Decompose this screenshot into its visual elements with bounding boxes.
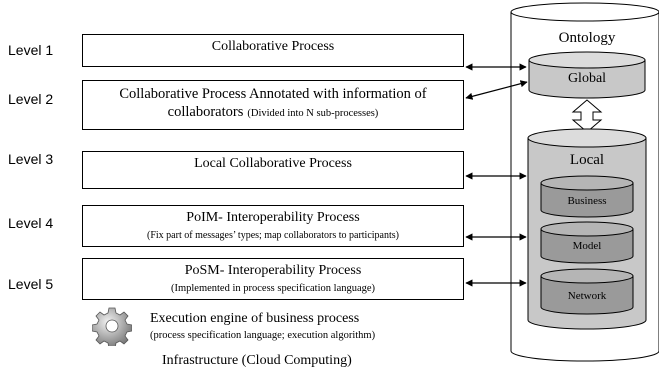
posm-process-subtitle: (Implemented in process specification la… <box>170 283 376 294</box>
gear-icon <box>92 307 132 346</box>
local-label: Local <box>570 152 604 168</box>
engine-subtitle: (process specification language; executi… <box>150 330 376 341</box>
local-process-title: Local Collaborative Process <box>194 156 352 171</box>
model-label: Model <box>573 240 602 252</box>
level-2-label: Level 2 <box>8 91 54 107</box>
level-3-label: Level 3 <box>8 151 54 167</box>
network-cylinder <box>540 268 634 315</box>
network-label: Network <box>568 290 607 302</box>
level-5-label: Level 5 <box>8 276 54 292</box>
annotated-process-title-line2: collaborators <box>167 104 244 120</box>
collaborative-process-title: Collaborative Process <box>211 39 335 54</box>
annotated-process-title-line1: Collaborative Process Annotated with inf… <box>119 86 427 102</box>
arrow-level2-global <box>465 80 528 100</box>
global-label: Global <box>568 71 606 86</box>
engine-title: Execution engine of business process <box>150 311 360 326</box>
annotated-process-subtitle: (Divided into N sub-processes) <box>247 108 379 119</box>
ontology-title: Ontology <box>559 30 616 46</box>
business-label: Business <box>567 195 606 207</box>
infrastructure-label: Infrastructure (Cloud Computing) <box>162 353 352 368</box>
posm-process-box: PoSM- Interoperability Process (Implemen… <box>82 258 464 300</box>
posm-process-title: PoSM- Interoperability Process <box>184 263 362 278</box>
collaborative-process-box: Collaborative Process <box>82 34 464 67</box>
model-cylinder <box>540 221 634 264</box>
local-process-box: Local Collaborative Process <box>82 151 464 189</box>
poim-process-subtitle: (Fix part of messages’ types; map collab… <box>147 230 399 241</box>
business-cylinder <box>540 175 634 218</box>
level-4-label: Level 4 <box>8 215 54 231</box>
poim-process-title: PoIM- Interoperability Process <box>186 210 360 225</box>
global-cylinder <box>528 51 646 99</box>
level-1-label: Level 1 <box>8 42 54 58</box>
annotated-process-box: Collaborative Process Annotated with inf… <box>82 80 464 130</box>
poim-process-box: PoIM- Interoperability Process (Fix part… <box>82 205 464 247</box>
